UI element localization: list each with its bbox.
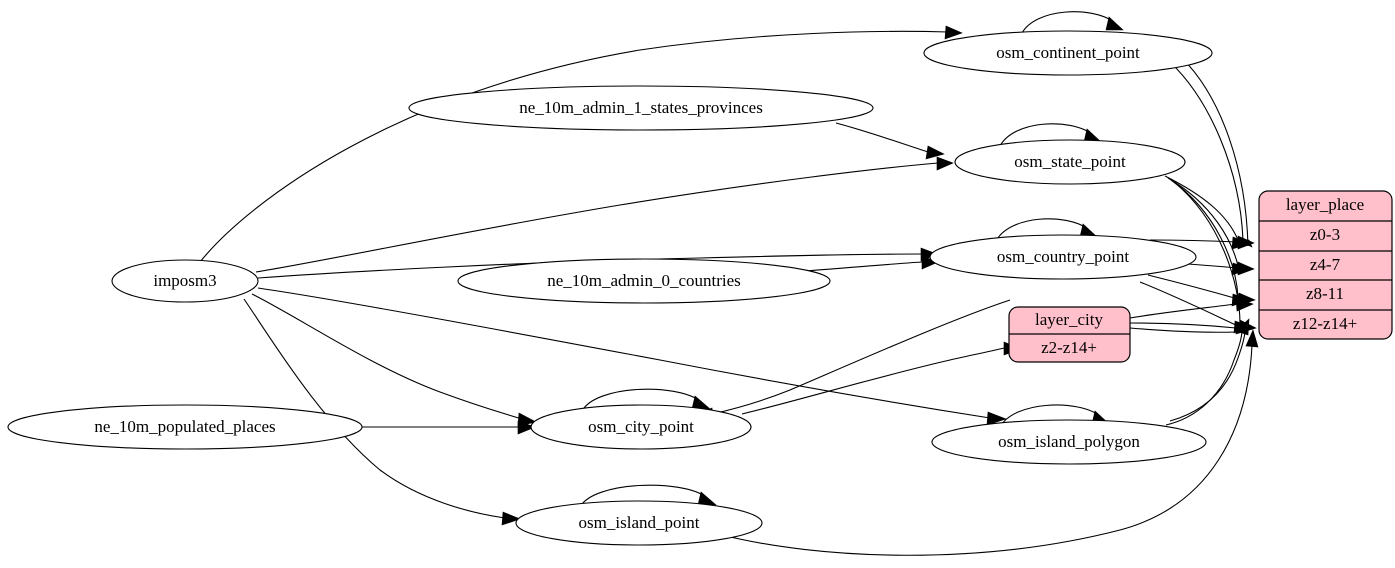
record-layer-place-row-3[interactable]: z12-z14+ <box>1293 314 1357 333</box>
node-osm-state-point-label: osm_state_point <box>1014 152 1126 171</box>
node-ne-10m-populated-places-label: ne_10m_populated_places <box>94 417 275 436</box>
node-ne-10m-populated-places[interactable]: ne_10m_populated_places <box>7 404 363 450</box>
edge-continent-to-layer-place-z03 <box>1169 61 1253 248</box>
edge-ne-admin0-to-country <box>805 255 939 272</box>
record-layer: layer_city z2-z14+ layer_place z0-3 z4-7… <box>1008 190 1393 363</box>
record-layer-city-title: layer_city <box>1035 310 1103 329</box>
node-imposm3-label: imposm3 <box>153 271 216 290</box>
edge-island-point-to-layer-place <box>717 329 1259 556</box>
record-layer-place-row-1[interactable]: z4-7 <box>1310 255 1341 274</box>
node-osm-island-polygon[interactable]: osm_island_polygon <box>931 419 1207 465</box>
node-ne-10m-admin-0-countries-label: ne_10m_admin_0_countries <box>547 271 741 290</box>
edge-imposm3-to-island-point <box>243 298 521 526</box>
edge-city-to-layer-city <box>741 341 1022 415</box>
edge-imposm3-to-state <box>255 156 954 273</box>
edge-layer-city-to-layer-place <box>1129 297 1254 335</box>
node-ne-10m-admin-1-states-provinces[interactable]: ne_10m_admin_1_states_provinces <box>408 85 874 131</box>
edge-state-to-city-cross <box>695 299 1011 421</box>
node-osm-state-point[interactable]: osm_state_point <box>954 139 1186 185</box>
node-imposm3[interactable]: imposm3 <box>111 259 259 303</box>
edge-layer <box>199 11 1259 556</box>
edge-continent-self-loop <box>1021 11 1124 34</box>
node-osm-city-point[interactable]: osm_city_point <box>530 404 752 450</box>
node-osm-country-point-label: osm_country_point <box>997 247 1129 266</box>
record-layer-place-row-0[interactable]: z0-3 <box>1310 225 1340 244</box>
edge-continent-long-curve <box>1181 57 1249 247</box>
record-layer-city-row-0[interactable]: z2-z14+ <box>1041 338 1097 357</box>
node-osm-island-point[interactable]: osm_island_point <box>515 500 763 546</box>
record-layer-place-row-2[interactable]: z8-11 <box>1306 284 1344 303</box>
node-layer: imposm3 ne_10m_populated_places ne_10m_a… <box>7 30 1213 546</box>
node-ne-10m-admin-0-countries[interactable]: ne_10m_admin_0_countries <box>457 258 831 304</box>
node-osm-country-point[interactable]: osm_country_point <box>929 234 1197 280</box>
record-layer-place[interactable]: layer_place z0-3 z4-7 z8-11 z12-z14+ <box>1258 190 1393 340</box>
edge-island-polygon-to-layer-place-alt <box>1169 329 1246 422</box>
edge-island-polygon-to-layer-place-z1214 <box>1165 318 1250 426</box>
node-osm-city-point-label: osm_city_point <box>588 417 694 436</box>
record-layer-city[interactable]: layer_city z2-z14+ <box>1008 306 1131 363</box>
edge-ne-populated-to-city <box>362 420 536 435</box>
edge-imposm3-to-island-polygon <box>257 287 1007 426</box>
node-osm-continent-point[interactable]: osm_continent_point <box>923 30 1213 76</box>
node-osm-continent-point-label: osm_continent_point <box>996 43 1140 62</box>
edge-imposm3-to-city <box>251 293 537 427</box>
record-layer-place-title: layer_place <box>1286 195 1364 214</box>
edge-imposm3-to-continent <box>199 25 963 263</box>
node-osm-island-point-label: osm_island_point <box>579 513 700 532</box>
edge-ne-admin1-to-state <box>835 122 945 160</box>
node-ne-10m-admin-1-states-provinces-label: ne_10m_admin_1_states_provinces <box>519 98 763 117</box>
node-osm-island-polygon-label: osm_island_polygon <box>998 432 1140 451</box>
